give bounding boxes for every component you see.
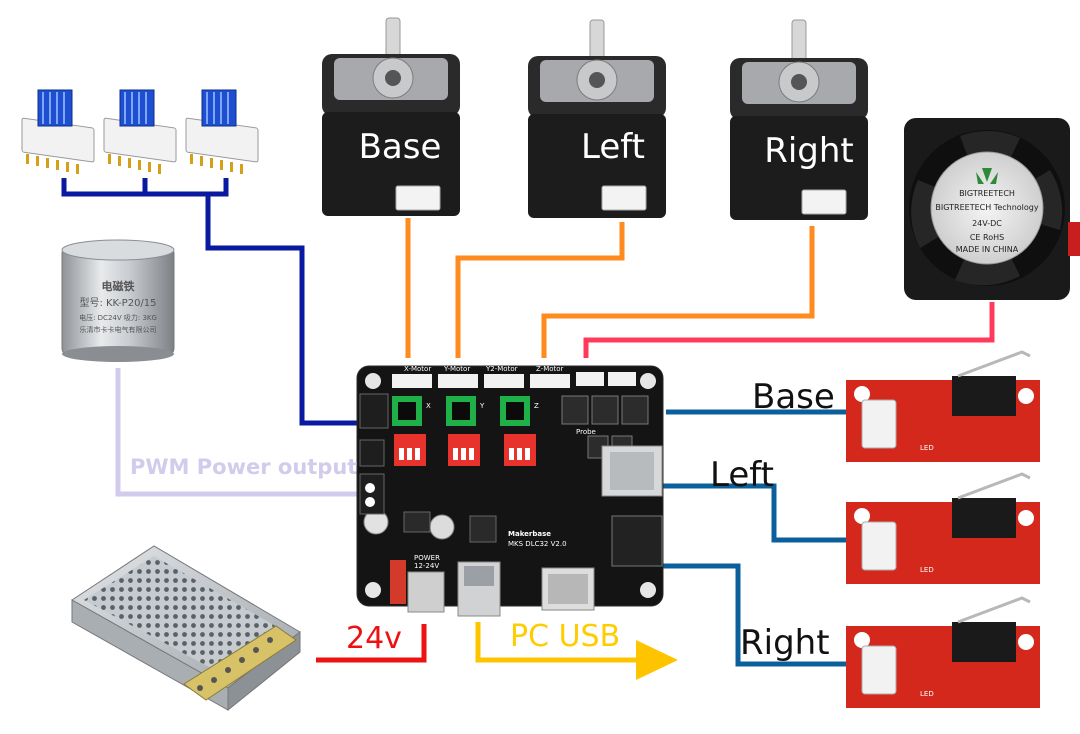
usb-label: PC USB [510,619,620,654]
stepper-motor-right: Right [730,20,868,220]
motor-label-left: Left [581,127,645,167]
board-power-range: 12-24V [414,562,439,570]
board-brand: Makerbase [508,530,551,538]
stepper-motor-left: Left [528,20,666,218]
board-axis-y: Y [479,402,485,410]
fan-wire [586,302,992,358]
endstop-label-right: Right [740,623,830,663]
endstop-right-print: LED [920,690,934,698]
motor-label-base: Base [359,127,442,167]
magnet-maker: 乐清市卡卡电气有限公司 [80,325,157,334]
fan-voltage: 24V-DC [972,219,1002,228]
motor-label-right: Right [764,131,854,171]
board-axis-x: X [426,402,431,410]
endstop-label-left: Left [710,455,774,495]
board-model: MKS DLC32 V2.0 [508,540,567,548]
board-x-motor: X-Motor [404,365,431,373]
fan-marks: CE RoHS [970,233,1004,242]
board-y2-motor: Y2-Motor [485,365,518,373]
stepper-motor-base: Base [322,18,460,216]
board-probe: Probe [576,428,596,436]
endstop-base: LED [846,352,1040,462]
stepper-drivers [22,90,258,174]
cooling-fan: BIGTREETECH BIGTREETECH Technology 24V-D… [904,118,1080,300]
endstop-left: LED [846,474,1040,584]
board-y-motor: Y-Motor [443,365,470,373]
motor-wires [408,218,812,358]
endstop-right: LED [846,598,1040,708]
controller-board: X-Motor Y-Motor Y2-Motor Z-Motor X Y Z [357,365,663,616]
board-power-label: POWER [414,554,440,562]
endstop-left-print: LED [920,566,934,574]
fan-origin: MADE IN CHINA [956,245,1019,254]
fan-brand-line: BIGTREETECH Technology [935,203,1038,212]
endstop-base-print: LED [920,444,934,452]
magnet-model: 型号: KK-P20/15 [79,296,156,309]
magnet-title: 电磁铁 [102,279,135,293]
endstop-label-base: Base [752,377,835,417]
board-axis-z: Z [534,402,539,410]
power-supply [72,546,300,710]
board-z-motor: Z-Motor [536,365,564,373]
pwm-label: PWM Power output [130,455,357,479]
fan-brand: BIGTREETECH [959,189,1015,198]
electromagnet: 电磁铁 型号: KK-P20/15 电压: DC24V 吸力: 3KG 乐清市卡… [62,240,174,362]
magnet-spec: 电压: DC24V 吸力: 3KG [79,313,157,322]
power-label: 24v [346,621,402,656]
